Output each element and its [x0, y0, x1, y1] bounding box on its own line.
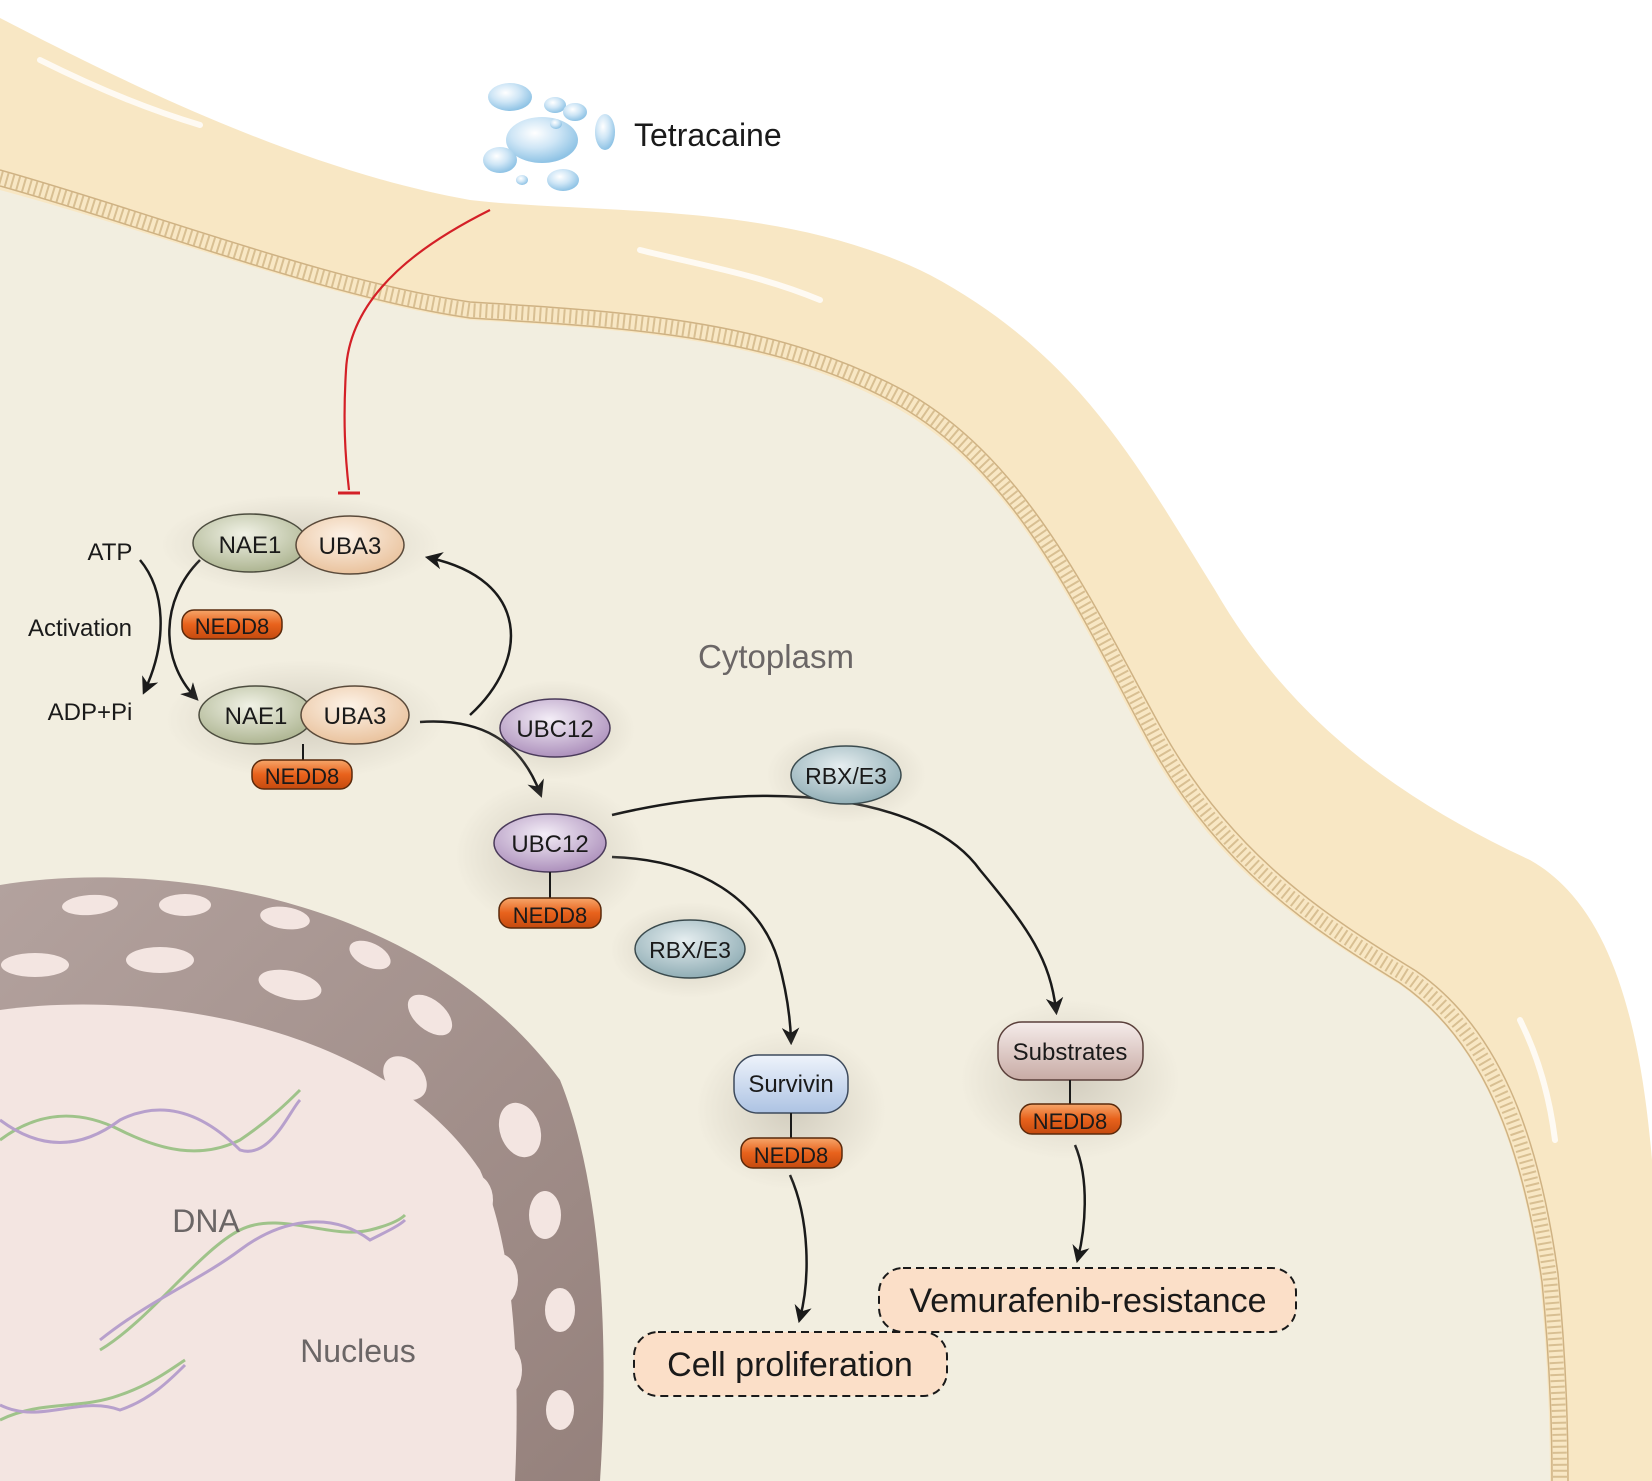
activation-label: Activation [28, 615, 132, 642]
ubc12-to-survivin-arrow [611, 855, 800, 1046]
rbx-e3-lower: RBX/E3 [610, 902, 770, 998]
ubc12-to-substrates-arrow [611, 794, 1064, 1016]
nedd8-nae-label: NEDD8 [265, 764, 340, 789]
nedd8-free-label: NEDD8 [195, 614, 270, 639]
ubc12-label: UBC12 [516, 716, 593, 743]
uba3-active-label: UBA3 [324, 703, 387, 730]
survivin-label: Survivin [748, 1071, 833, 1098]
atp-consumption-arrow [139, 559, 162, 695]
nedd8-ubc12-label: NEDD8 [513, 903, 588, 928]
rbx-e3-upper-label: RBX/E3 [805, 763, 887, 789]
atp-label: ATP [88, 539, 133, 566]
nae-complex-nedd8: NAE1 UBA3 NEDD8 [165, 660, 445, 790]
tetracaine-droplets [483, 83, 615, 191]
nedd8-survivin-label: NEDD8 [754, 1143, 829, 1168]
nae-complex-free: NAE1 UBA3 [160, 495, 440, 595]
rbx-e3-upper-node [790, 745, 902, 805]
ubc12-active-label: UBC12 [511, 831, 588, 858]
nedd8-free: NEDD8 [181, 609, 283, 640]
survivin-nedd8: Survivin NEDD8 [696, 1030, 886, 1190]
adp-pi-label: ADP+Pi [48, 699, 133, 726]
recycle-arrow [424, 552, 513, 716]
rbx-e3-lower-label: RBX/E3 [649, 937, 731, 963]
nuclear-pores [1, 894, 575, 1430]
ubc12-free: UBC12 [475, 680, 635, 780]
nucleoplasm [0, 1004, 517, 1481]
proliferation-label: Cell proliferation [667, 1346, 913, 1384]
outcome-proliferation: Cell proliferation [633, 1331, 948, 1397]
nae1-active-label: NAE1 [225, 703, 288, 730]
substrates-label: Substrates [1013, 1039, 1128, 1066]
rbx-e3-lower-node [634, 919, 746, 979]
rbx-e3-upper: RBX/E3 [766, 727, 926, 823]
inhibition-line [343, 209, 491, 491]
uba3-label: UBA3 [319, 533, 382, 560]
resistance-label: Vemurafenib-resistance [909, 1282, 1266, 1320]
nedd8-substrates-label: NEDD8 [1033, 1109, 1108, 1134]
tetracaine-label: Tetracaine [634, 117, 782, 153]
nucleus-label: Nucleus [300, 1333, 416, 1369]
cytoplasm-label: Cytoplasm [698, 638, 854, 675]
substrates-nedd8: Substrates NEDD8 [960, 1000, 1180, 1160]
ubc12-node [499, 698, 611, 758]
nucleus: DNA Nucleus [0, 877, 604, 1481]
dna-helix [0, 1088, 407, 1422]
nae1-label: NAE1 [219, 532, 282, 559]
outcome-resistance: Vemurafenib-resistance [878, 1267, 1297, 1333]
ubc12-nedd8-complex: UBC12 NEDD8 [455, 780, 645, 930]
lipid-bilayer [0, 171, 1567, 1481]
survivin-to-proliferation-arrow [788, 1174, 812, 1324]
uba3-node-active [300, 685, 410, 745]
uba3-node [295, 515, 405, 575]
dna-label: DNA [172, 1203, 240, 1239]
